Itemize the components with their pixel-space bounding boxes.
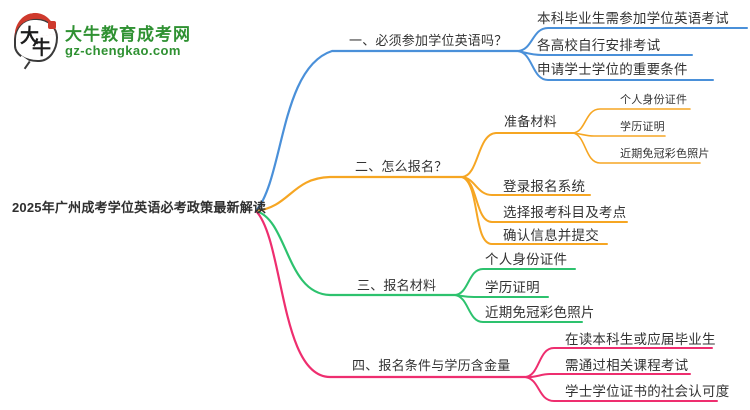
- logo-bull-mark: 大 牛: [11, 10, 59, 64]
- branch2-line: [254, 175, 464, 213]
- branch4-line: [254, 209, 527, 379]
- logo-mark-char-2: 牛: [32, 38, 52, 59]
- branch3-child3[interactable]: 近期免冠彩色照片: [485, 305, 595, 320]
- branch2-child4-line: [461, 176, 608, 245]
- branch2-grandchild2[interactable]: 学历证明: [620, 121, 665, 133]
- branch2-child3[interactable]: 选择报考科目及考点: [503, 205, 627, 220]
- branch1-line: [254, 49, 520, 213]
- branch2-grandchild3-line: [572, 132, 701, 164]
- branch3-child2[interactable]: 学历证明: [485, 280, 540, 295]
- logo-red-seal-icon: [48, 21, 56, 29]
- root-node[interactable]: 2025年广州成考学位英语必考政策最新解读: [12, 200, 267, 215]
- branch4-child1-line: [524, 347, 713, 378]
- branch2-label[interactable]: 二、怎么报名？: [355, 159, 448, 174]
- branch4-child1[interactable]: 在读本科生或应届毕业生: [565, 332, 716, 347]
- branch4-child2[interactable]: 需通过相关课程考试: [565, 358, 689, 373]
- branch2-grandchild1[interactable]: 个人身份证件: [620, 94, 688, 106]
- branch1-child1-line: [517, 27, 748, 52]
- branch2-grandchild2-line: [572, 132, 666, 137]
- branch3-line: [254, 209, 457, 297]
- branch3-child1[interactable]: 个人身份证件: [485, 252, 568, 267]
- branch2-child2[interactable]: 登录报名系统: [503, 179, 586, 194]
- branch1-child2[interactable]: 各高校自行安排考试: [537, 38, 661, 53]
- site-url: gz-chengkao.com: [65, 43, 181, 58]
- branch2-grandchild1-line: [572, 108, 691, 134]
- branch4-child3[interactable]: 学士学位证书的社会认可度: [565, 384, 730, 399]
- branch2-grandchild3[interactable]: 近期免冠彩色照片: [620, 148, 710, 160]
- branch2-child4[interactable]: 确认信息并提交: [503, 228, 599, 243]
- branch3-child3-line: [454, 294, 583, 323]
- branch3-label[interactable]: 三、报名材料: [357, 278, 437, 293]
- branch2-child1[interactable]: 准备材料: [504, 114, 557, 129]
- logo-mark-char-1: 大: [20, 26, 40, 47]
- branch4-child3-line: [524, 376, 718, 402]
- site-name: 大牛教育成考网: [65, 25, 191, 44]
- branch2-child1-line: [461, 132, 574, 178]
- branch1-child1[interactable]: 本科毕业生需参加学位英语考试: [537, 11, 729, 26]
- branch3-child1-line: [454, 268, 576, 296]
- site-logo: 大 牛 大牛教育成考网 gz-chengkao.com: [11, 10, 203, 72]
- branch1-child3[interactable]: 申请学士学位的重要条件: [537, 62, 688, 77]
- branch1-child3-line: [517, 50, 714, 81]
- branch4-child2-line: [524, 373, 691, 379]
- branch1-label[interactable]: 一、必须参加学位英语吗？: [349, 33, 508, 48]
- logo-speech-bubble-icon: [14, 18, 58, 62]
- branch4-label[interactable]: 四、报名条件与学历含金量: [352, 358, 511, 373]
